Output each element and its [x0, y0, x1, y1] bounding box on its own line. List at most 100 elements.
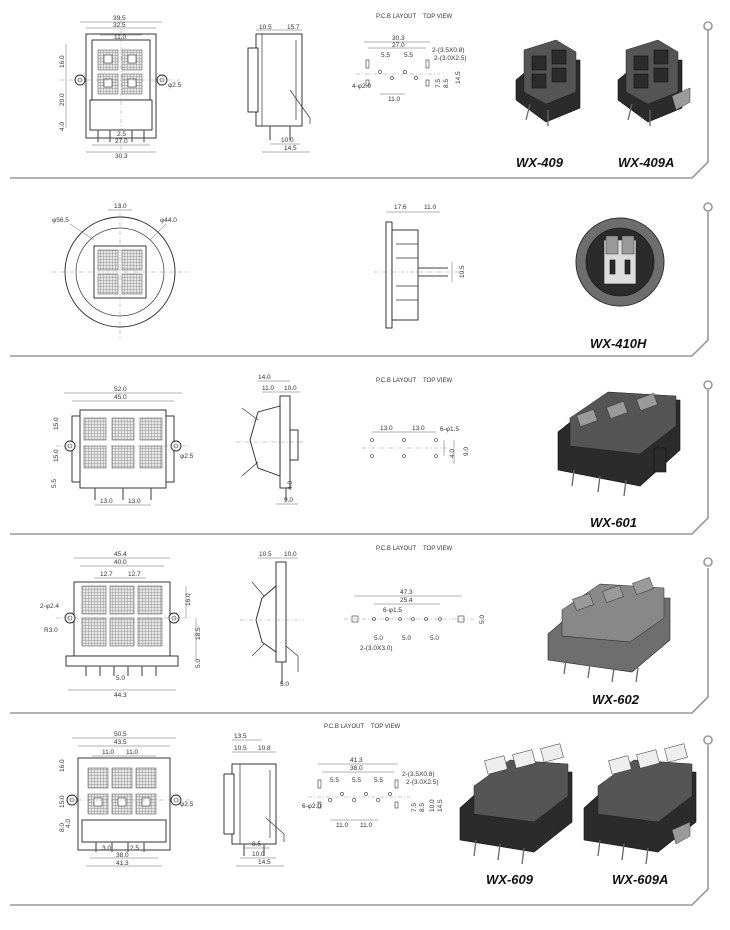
- pcb-layout-drawing: P.C.B LAYOUT TOP VIEW: [344, 546, 474, 623]
- dim-label: 7.5: [435, 79, 442, 88]
- dim-label: 30.3: [115, 153, 128, 160]
- product-photo: [575, 217, 665, 307]
- dim-label: 4.0: [59, 122, 66, 131]
- dim-label: 5.0: [402, 635, 411, 642]
- dim-label: R3.0: [44, 627, 58, 634]
- pcb-layout-header: P.C.B LAYOUT: [376, 378, 416, 384]
- dim-label: 2-(3.0X2.5): [406, 779, 439, 786]
- dim-label: 6-φ1.5: [383, 607, 402, 614]
- dim-label: 9.0: [284, 497, 293, 504]
- section-wx409: 39.5 32.5 11.0 16.0 20.0 4.0 2.5 27.0 30…: [59, 14, 691, 170]
- dim-label: φ2.5: [180, 453, 194, 460]
- dim-label: 32.5: [113, 22, 126, 29]
- top-view-header: TOP VIEW: [423, 14, 452, 20]
- dim-label: 6-φ2.0: [302, 803, 321, 810]
- dim-label: 13.0: [114, 203, 127, 210]
- dim-label: 5.0: [374, 635, 383, 642]
- product-photo: [459, 743, 573, 865]
- dim-label: 8.5: [443, 79, 450, 88]
- dim-label: 27.0: [392, 42, 405, 49]
- dim-label: 11.0: [424, 204, 437, 211]
- dim-label: 2.5: [117, 131, 126, 138]
- dim-label: 14.5: [258, 859, 271, 866]
- dim-label: 13.5: [234, 733, 247, 740]
- dim-label: 6-φ1.5: [440, 426, 459, 433]
- dim-label: 10.5: [459, 265, 466, 278]
- dim-label: 14.5: [437, 799, 444, 812]
- dim-label: 11.0: [114, 34, 127, 41]
- dim-label: 13.0: [412, 425, 425, 432]
- dim-label: 10.5: [259, 551, 272, 558]
- dim-label: φ2.5: [180, 801, 194, 808]
- dim-label: 40.0: [114, 559, 127, 566]
- front-view-drawing: [60, 737, 190, 867]
- front-view-drawing: [56, 557, 197, 691]
- dim-label: 5.5: [404, 52, 413, 59]
- dim-label: 5.5: [330, 777, 339, 784]
- model-label: WX-601: [590, 515, 637, 530]
- section-wx602: 45.4 40.0 12.7 12.7 2-φ2.4 R3.0 16.0 18.…: [40, 546, 671, 707]
- dim-label: 2-φ2.4: [40, 603, 59, 610]
- dim-label: 50.5: [114, 731, 127, 738]
- dim-label: 11.0: [102, 749, 115, 756]
- dim-label: 2-(3.0X2.5): [434, 55, 467, 62]
- dim-label: 10.0: [281, 137, 294, 144]
- dim-label: 3.0: [102, 845, 111, 852]
- dim-label: 10.5: [259, 24, 272, 31]
- dim-label: 2.5: [130, 845, 139, 852]
- model-label: WX-410H: [590, 336, 647, 351]
- dim-label: 4.0: [287, 481, 294, 490]
- dim-label: 16.0: [59, 55, 66, 68]
- dim-label: 38.0: [350, 765, 363, 772]
- dim-label: 15.0: [59, 795, 66, 808]
- dim-label: 4-φ2.0: [352, 83, 371, 90]
- side-view-drawing: [374, 211, 460, 329]
- dim-label: 8.5: [252, 841, 261, 848]
- side-view-drawing: [223, 739, 285, 867]
- model-label: WX-602: [592, 692, 640, 707]
- dim-label: 16.0: [185, 593, 192, 606]
- dim-label: 11.0: [360, 822, 373, 829]
- model-label: WX-409A: [618, 155, 674, 170]
- front-view-drawing: [52, 204, 188, 340]
- pcb-layout-header: P.C.B LAYOUT: [324, 724, 364, 730]
- dim-label: 12.7: [128, 571, 141, 578]
- dim-label: 52.0: [114, 386, 127, 393]
- front-view-drawing: [56, 392, 190, 506]
- pcb-layout-drawing: P.C.B LAYOUT TOP VIEW: [362, 378, 455, 464]
- dim-label: 14.5: [284, 145, 297, 152]
- dim-label: 27.0: [115, 138, 128, 145]
- dim-label: 4.0: [65, 819, 72, 828]
- dim-label: 16.0: [59, 759, 66, 772]
- product-photo: [617, 39, 691, 126]
- model-label: WX-409: [516, 155, 564, 170]
- dim-label: 25.4: [400, 597, 413, 604]
- dim-label: 7.5: [411, 803, 418, 812]
- dim-label: 8.0: [59, 823, 66, 832]
- dim-label: 5.0: [430, 635, 439, 642]
- dim-label: 10.8: [258, 745, 271, 752]
- dim-label: φ2.5: [168, 82, 182, 89]
- product-photo: [515, 39, 581, 126]
- dim-label: 17.6: [394, 204, 407, 211]
- dim-label: 10.5: [234, 745, 247, 752]
- dim-label: 5.0: [195, 659, 202, 668]
- dim-label: 10.0: [429, 799, 436, 812]
- dim-label: 45.0: [114, 394, 127, 401]
- dim-label: 20.0: [59, 93, 66, 106]
- side-view-drawing: [247, 29, 311, 153]
- product-photo: [547, 576, 671, 683]
- dim-label: 38.0: [116, 852, 129, 859]
- dim-label: 41.3: [350, 757, 363, 764]
- pcb-layout-header: P.C.B LAYOUT: [376, 14, 416, 20]
- dim-label: 4.0: [449, 449, 456, 458]
- dim-label: 9.0: [463, 447, 470, 456]
- side-view-drawing: [236, 380, 304, 505]
- dim-label: 5.5: [51, 479, 58, 488]
- side-view-drawing: [240, 557, 304, 684]
- dim-label: 2-(3.5X0.8): [402, 771, 435, 778]
- dim-label: 5.5: [381, 52, 390, 59]
- dim-label: 8.5: [419, 803, 426, 812]
- dim-label: 47.3: [400, 589, 413, 596]
